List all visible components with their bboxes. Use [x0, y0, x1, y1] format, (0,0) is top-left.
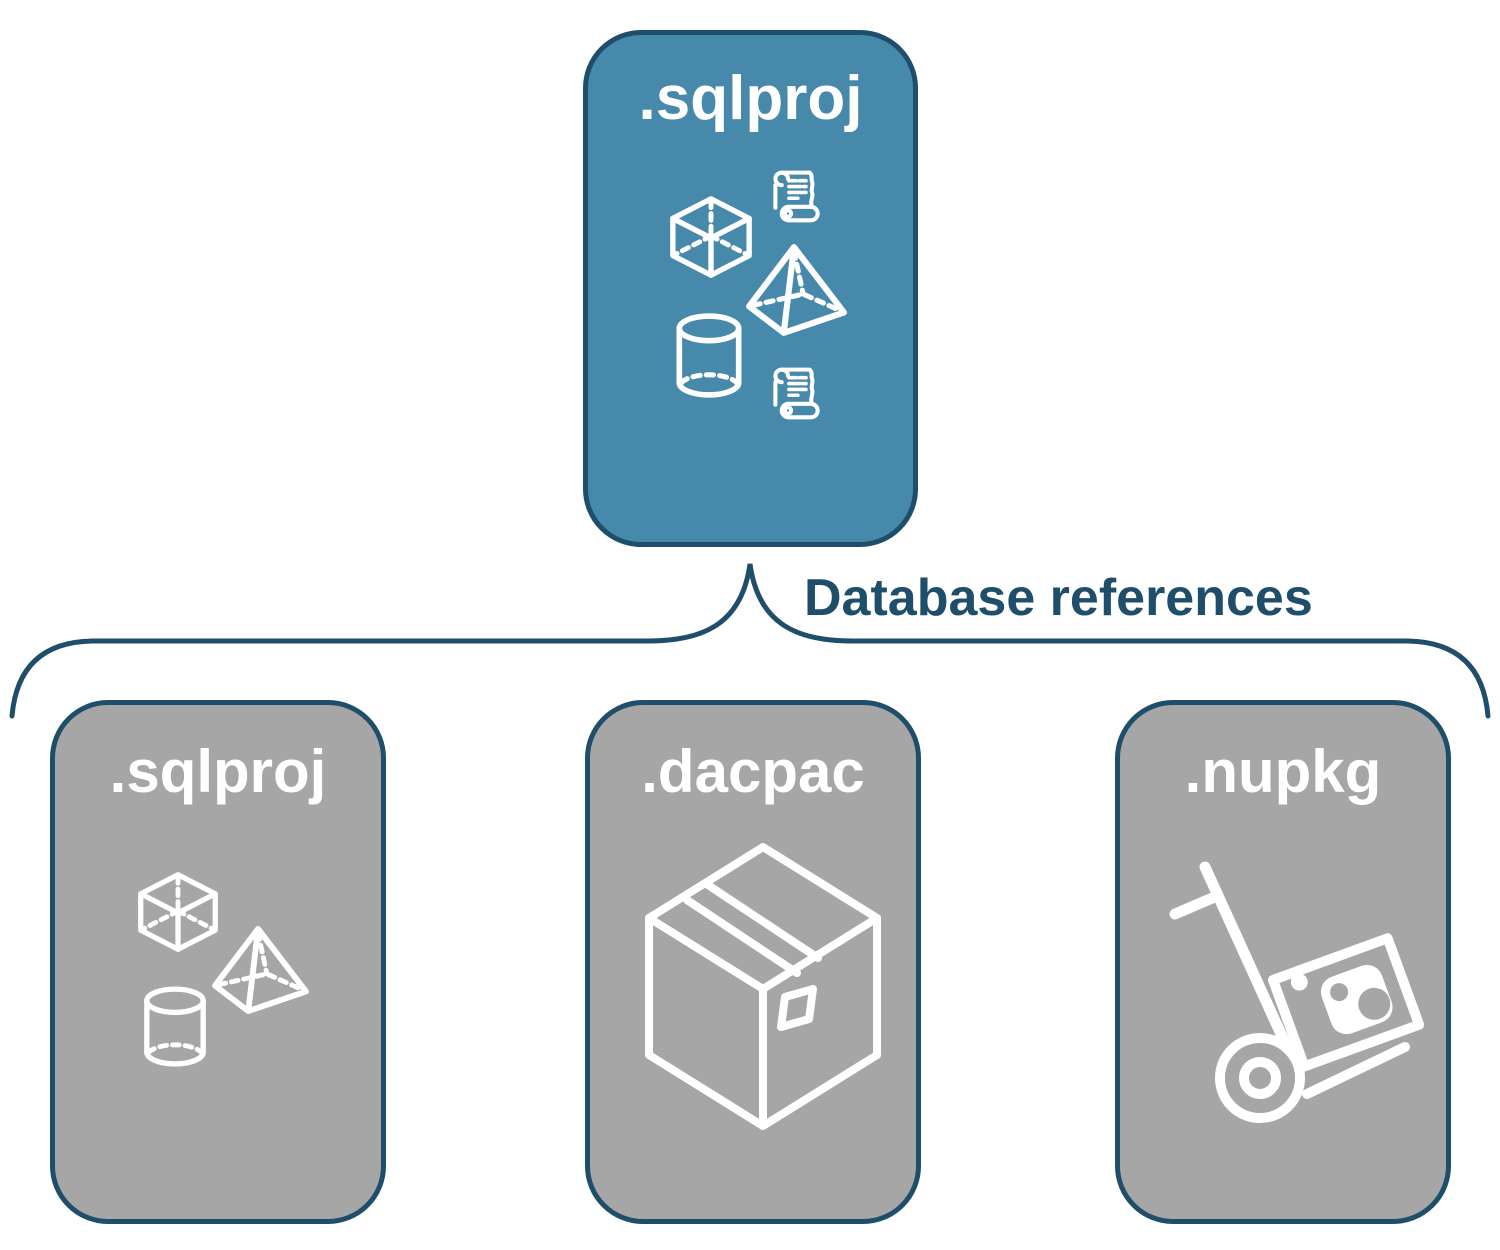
- node-child-title: .nupkg: [1184, 738, 1382, 805]
- database-objects-icon: [665, 163, 855, 425]
- package-box-icon: [645, 843, 881, 1130]
- node-child-title: .sqlproj: [109, 738, 327, 805]
- node-root-sqlproj: .sqlproj: [583, 30, 918, 547]
- cylinder-icon: [147, 989, 203, 1064]
- scroll-icon: [775, 370, 817, 418]
- node-child-title: .dacpac: [641, 738, 865, 805]
- scroll-icon: [775, 173, 817, 221]
- cube-icon: [141, 875, 216, 950]
- node-child-sqlproj: .sqlproj: [50, 700, 386, 1224]
- database-objects-icon: [131, 865, 321, 1075]
- nuget-hand-truck-icon: [1169, 861, 1425, 1123]
- node-child-nupkg: .nupkg: [1115, 700, 1451, 1224]
- node-child-dacpac: .dacpac: [585, 700, 921, 1224]
- pyramid-icon: [749, 247, 844, 333]
- pyramid-icon: [215, 929, 306, 1011]
- node-root-title: .sqlproj: [638, 64, 863, 133]
- cube-icon: [673, 199, 749, 275]
- connector-label: Database references: [804, 569, 1313, 627]
- cylinder-icon: [679, 316, 738, 395]
